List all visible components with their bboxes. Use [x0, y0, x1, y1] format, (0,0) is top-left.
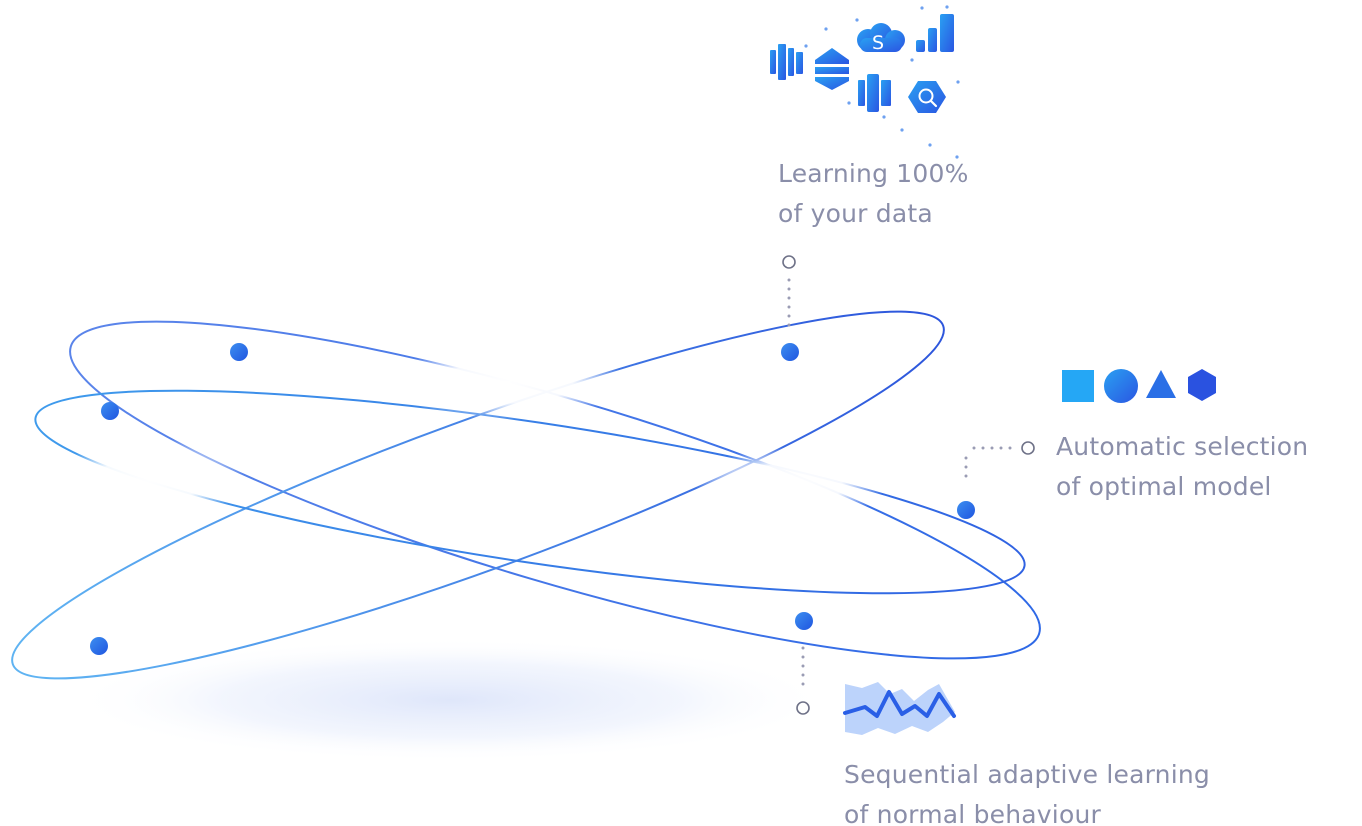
triangle-shape-icon	[1146, 370, 1176, 398]
connector-sequential	[796, 646, 810, 715]
data-source-icons: S	[770, 5, 960, 159]
square-shape-icon	[1062, 370, 1094, 402]
caption-line: Learning 100%	[778, 159, 969, 188]
circle-shape-icon	[1104, 369, 1138, 403]
aws-database-icon	[858, 74, 891, 112]
orbit-node	[781, 343, 799, 361]
base-glow	[70, 638, 830, 762]
orbit-node	[795, 612, 813, 630]
caption-line: of your data	[778, 199, 933, 228]
salesforce-letter: S	[872, 32, 884, 54]
caption-model-selection: Automatic selection of optimal model	[1056, 427, 1308, 507]
model-shape-icons	[1062, 369, 1216, 403]
orbit-ring-b	[11, 310, 945, 680]
orbit-node	[957, 501, 975, 519]
caption-line: Sequential adaptive learning	[844, 760, 1210, 789]
caption-learning-data: Learning 100% of your data	[778, 154, 969, 234]
hexagon-shape-icon	[1188, 369, 1216, 401]
salesforce-icon: S	[857, 23, 905, 54]
caption-line: of normal behaviour	[844, 800, 1101, 826]
orbit-node	[230, 343, 248, 361]
orbit-node	[90, 637, 108, 655]
time-series-chart-icon	[843, 682, 956, 735]
connector-data	[782, 255, 796, 332]
google-bigquery-icon	[908, 81, 946, 113]
connector-model	[964, 441, 1035, 480]
caption-sequential-learning: Sequential adaptive learning of normal b…	[844, 755, 1210, 826]
aws-athena-icon	[770, 44, 803, 80]
power-bi-icon	[916, 14, 954, 52]
caption-line: Automatic selection	[1056, 432, 1309, 461]
orbit-ring-c	[34, 389, 1026, 595]
orbit-fade-left	[55, 438, 245, 522]
aws-redshift-icon	[815, 48, 849, 90]
caption-line: of optimal model	[1056, 472, 1272, 501]
orbit-node	[101, 402, 119, 420]
orbit-fade-right	[695, 447, 885, 523]
orbit-fade-top	[390, 344, 626, 420]
